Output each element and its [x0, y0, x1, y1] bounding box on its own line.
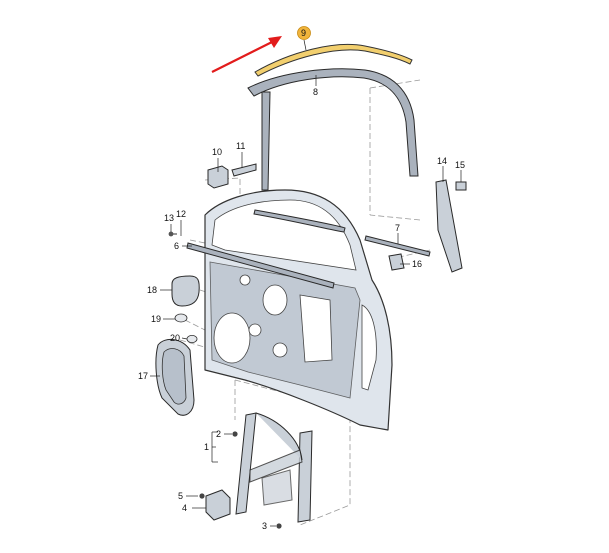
callout-14: 14 — [437, 156, 447, 166]
callout-15: 15 — [455, 160, 465, 170]
bracket-16[interactable] — [388, 253, 405, 271]
callout-6: 6 — [174, 241, 179, 251]
bracket-11[interactable] — [231, 163, 257, 177]
callout-4: 4 — [182, 503, 187, 513]
callout-badge-9 — [297, 26, 311, 40]
screw-5[interactable] — [199, 493, 205, 499]
callout-7: 7 — [395, 223, 400, 233]
door-shell — [204, 189, 393, 431]
red-arrow-icon — [211, 36, 282, 73]
callout-20: 20 — [170, 333, 180, 343]
callout-17: 17 — [138, 371, 148, 381]
plug-19[interactable] — [174, 313, 188, 323]
leader-lines — [150, 39, 462, 527]
cover-plate-18[interactable] — [171, 275, 200, 307]
carrier-17-inner — [161, 348, 187, 405]
callout-16: 16 — [412, 259, 422, 269]
callout-2: 2 — [216, 429, 221, 439]
callout-1: 1 — [204, 442, 209, 452]
callout-labels: 9 8 10 11 13 12 6 7 14 15 16 18 19 20 17… — [138, 28, 465, 531]
grommet-20[interactable] — [186, 334, 198, 343]
callout-10: 10 — [212, 147, 222, 157]
screw-3[interactable] — [276, 523, 282, 529]
belt-moulding-7b[interactable] — [364, 235, 431, 257]
window-regulator-1[interactable] — [235, 412, 313, 523]
bracket-10[interactable] — [207, 165, 229, 189]
callout-19: 19 — [151, 314, 161, 324]
guide-rail-14[interactable] — [435, 179, 463, 273]
window-frame-seal[interactable] — [247, 68, 419, 177]
callout-11: 11 — [236, 141, 245, 151]
regulator-motor-4[interactable] — [205, 489, 231, 521]
callout-5: 5 — [178, 491, 183, 501]
window-frame-seal-lower[interactable] — [261, 91, 271, 191]
callout-3: 3 — [262, 521, 267, 531]
callout-12: 12 — [176, 209, 186, 219]
callout-18: 18 — [147, 285, 157, 295]
callout-8: 8 — [313, 87, 318, 97]
callout-9: 9 — [301, 28, 306, 38]
callout-13: 13 — [164, 213, 174, 223]
clip-15[interactable] — [455, 181, 467, 191]
screw-2[interactable] — [232, 431, 238, 437]
screw-13[interactable] — [168, 231, 177, 237]
window-seal-strip-highlighted[interactable] — [254, 43, 413, 77]
belt-moulding-7[interactable] — [253, 209, 346, 233]
